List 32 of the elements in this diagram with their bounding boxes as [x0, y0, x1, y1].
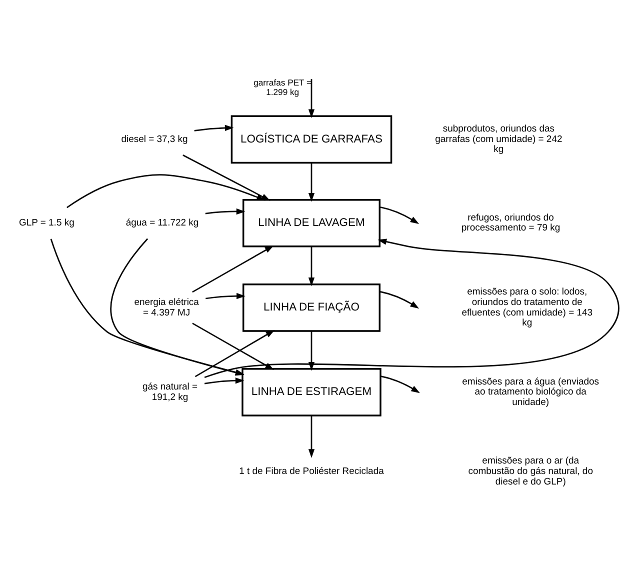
arrow [182, 154, 270, 200]
arrow [380, 375, 420, 393]
node-text: água = 11.722 kg [126, 217, 199, 228]
label: emissões para o solo: lodos, oriundos do tratamento de efluentes (com umidade) = 143 kg [462, 286, 593, 328]
arrow [206, 292, 246, 299]
arrow [194, 124, 234, 131]
arrow [204, 238, 620, 378]
node-box: LINHA DE LAVAGEM [242, 198, 380, 247]
arrow [205, 208, 246, 214]
arrow [308, 415, 315, 458]
node-text: GLP = 1.5 kg [18, 217, 74, 228]
arrow [204, 377, 244, 384]
arrow [192, 322, 274, 370]
node-text: energia elétrica = 4.397 MJ [134, 296, 199, 318]
arrow [380, 206, 420, 224]
arrow [66, 174, 266, 208]
node-box: LOGÍSTICA DE GARRAFAS [230, 114, 392, 164]
arrow [308, 246, 315, 286]
node-text: 1 t de Fibra de Poliéster Reciclada [239, 465, 384, 476]
node-text: gás natural = 191,2 kg [142, 380, 198, 402]
node-text: diesel = 37,3 kg [121, 133, 188, 144]
label: emissões para a água (enviados ao tratamento biológico da unidade) [462, 376, 600, 408]
arrow [380, 290, 420, 308]
label: subprodutos, oriundos das garrafas (com umidade) = 242 kg [435, 123, 562, 155]
node-box: LINHA DE FIAÇÃO [242, 283, 380, 332]
edge-label: garrafas PET = 1.299 kg [254, 77, 312, 96]
arrow [192, 245, 274, 292]
label: refugos, oriundos do processamento = 79 kg [461, 212, 560, 234]
node-box: LINHA DE ESTIRAGEM [242, 368, 382, 416]
arrow [308, 78, 315, 118]
arrow [308, 162, 315, 202]
label: emissões para o ar (da combustão do gás natural, do diesel e do GLP) [468, 455, 593, 487]
